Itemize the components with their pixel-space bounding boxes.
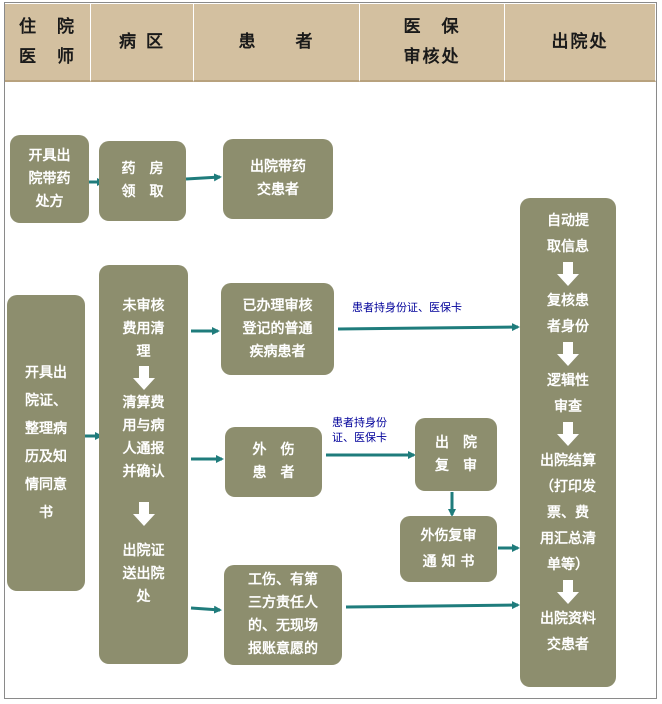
box-prescribe-discharge-meds: 开具出 院带药 处方 (10, 135, 89, 223)
settlement-step-verify-identity: 复核患 者身份 (547, 293, 589, 335)
box-label: 外伤复审 通 知 书 (420, 528, 477, 570)
header-patient: 患 者 (194, 4, 360, 82)
header-resident-doctor: 住 院 医 师 (5, 4, 91, 82)
header-label: 患 者 (238, 32, 315, 52)
box-label: 出 院 复 审 (435, 434, 477, 474)
down-arrow-icon (557, 422, 579, 446)
header-insurance-review: 医 保 审核处 (360, 4, 505, 82)
header-ward: 病 区 (91, 4, 194, 82)
ward-step-send-cert: 出院证 送出院 处 (122, 543, 165, 605)
header-discharge-office: 出院处 (505, 4, 656, 82)
box-label: 开具出 院证、 整理病 历及知 情同意 书 (25, 365, 67, 521)
settlement-step-hand-docs: 出院资料 交患者 (540, 611, 596, 653)
box-label: 工伤、有第 三方责任人 的、无现场 报账意愿的 (248, 572, 318, 657)
box-trauma-review-notice: 外伤复审 通 知 书 (400, 516, 497, 582)
header-label: 医 保 审核处 (403, 17, 461, 67)
ward-step-fee-clearing: 未审核 费用清 理 (122, 298, 165, 360)
arrow-registered-settlement (337, 323, 520, 332)
arrow-pharmacy-hand (185, 173, 222, 182)
box-label: 药 房 领 取 (121, 161, 164, 200)
box-label: 已办理审核 登记的普通 疾病患者 (242, 297, 313, 360)
header-label: 病 区 (119, 32, 165, 52)
box-label: 开具出 院带药 处方 (28, 147, 71, 210)
down-arrow-icon (557, 342, 579, 366)
box-ward-steps: 未审核 费用清 理 清算费 用与病 人通报 并确认 出院证 送出院 处 (99, 265, 188, 664)
box-settlement-steps: 自动提 取信息 复核患 者身份 逻辑性 审查 出院结算 （打印发 票、费 用汇总… (520, 198, 616, 687)
label-id-insurance-card-1: 患者持身份证、医保卡 (352, 301, 462, 314)
down-arrow-icon (132, 366, 155, 390)
settlement-step-settle: 出院结算 （打印发 票、费 用汇总清 单等） (540, 453, 596, 573)
box-discharge-certificate: 开具出 院证、 整理病 历及知 情同意 书 (7, 295, 85, 591)
box-hand-meds-to-patient: 出院带药 交患者 (223, 139, 333, 219)
box-pharmacy-pickup: 药 房 领 取 (99, 141, 186, 221)
box-discharge-review: 出 院 复 审 (415, 418, 497, 491)
down-arrow-icon (132, 502, 155, 526)
arrow-injury-settlement (345, 601, 520, 610)
settlement-step-logic-check: 逻辑性 审查 (547, 373, 589, 415)
label-id-insurance-card-2: 患者持身份 证、医保卡 (332, 416, 387, 444)
arrow-ward-injury (190, 605, 222, 614)
ward-step-settle-notify: 清算费 用与病 人通报 并确认 (122, 395, 165, 480)
header-label: 出院处 (551, 32, 609, 52)
box-label: 外 伤 患 者 (252, 442, 295, 481)
settlement-step-extract: 自动提 取信息 (547, 213, 589, 255)
box-trauma-patients: 外 伤 患 者 (225, 427, 322, 497)
header-label: 住 院 医 师 (19, 17, 76, 67)
down-arrow-icon (557, 262, 579, 286)
box-work-injury-patients: 工伤、有第 三方责任人 的、无现场 报账意愿的 (224, 565, 342, 665)
box-label: 出院带药 交患者 (250, 159, 306, 198)
down-arrow-icon (557, 580, 579, 604)
box-registered-patients: 已办理审核 登记的普通 疾病患者 (221, 283, 334, 375)
